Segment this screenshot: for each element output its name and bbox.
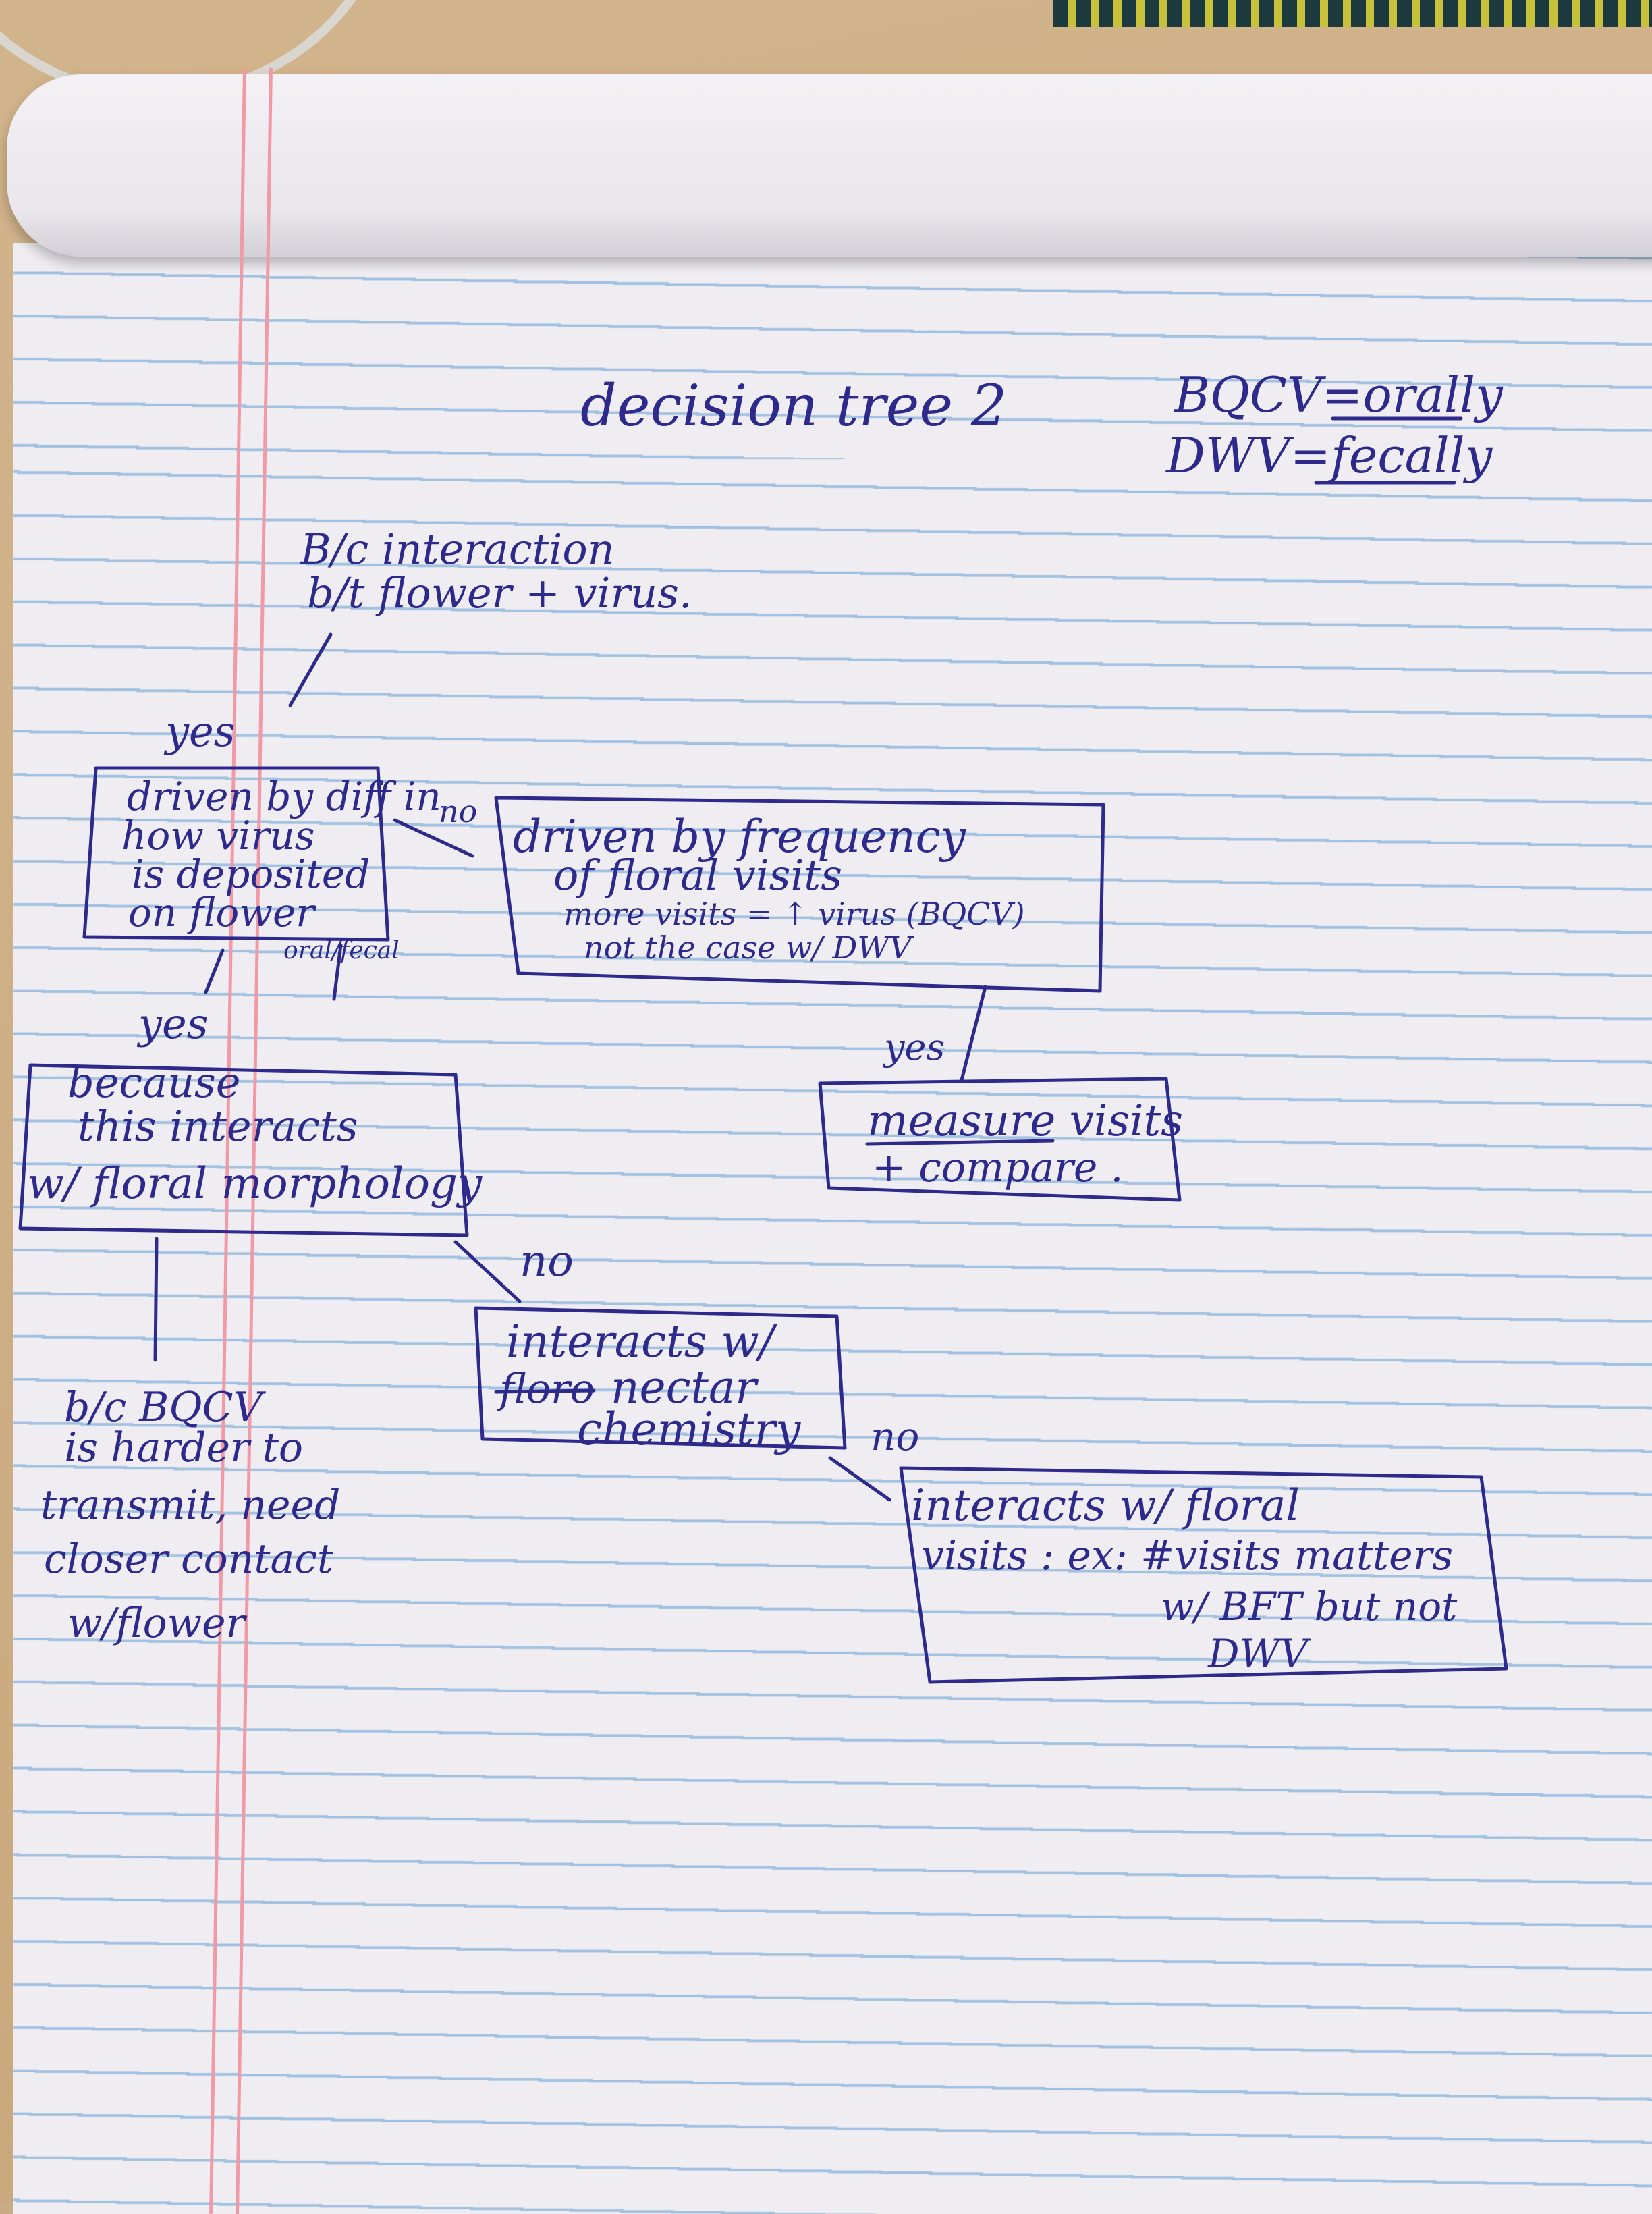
legend-line-bqcv: BQCV=orally — [1173, 367, 1504, 423]
edge-nectar-to-visits — [828, 1456, 891, 1502]
edge-label-deposit-yes: yes — [136, 999, 209, 1048]
node-frequency-line2: of floral visits — [553, 850, 842, 900]
edge-label-nectar-no: no — [871, 1413, 919, 1459]
node-visits-line1: interacts w/ floral — [911, 1481, 1300, 1531]
node-deposit-line4: on flower — [128, 890, 316, 936]
edge-frequency-to-measure — [960, 985, 987, 1082]
node-measure-box — [818, 1077, 1182, 1202]
node-frequency-box — [494, 796, 1105, 993]
node-morphology-box — [18, 1063, 469, 1237]
edge-label-frequency-yes: yes — [883, 1026, 945, 1069]
note-tick — [332, 943, 343, 1001]
node-frequency-line3: more visits = ↑ virus (BQCV) — [563, 896, 1025, 932]
node-deposit-line3: is deposited — [132, 851, 370, 897]
root-question-line2: b/t flower + virus. — [307, 568, 692, 618]
node-morphology-line3: w/ floral morphology — [27, 1159, 483, 1209]
node-frequency-line1: driven by frequency — [513, 811, 966, 863]
node-deposit-box — [82, 766, 390, 942]
edge-label-deposit-no: no — [439, 793, 477, 830]
node-nectar-box — [474, 1306, 847, 1450]
node-bqcv-note-line1: b/c BQCV — [64, 1384, 266, 1431]
folded-page-roll — [7, 74, 1652, 256]
edge-deposit-to-morphology — [204, 948, 225, 994]
node-visits-line4: DWV — [1207, 1631, 1311, 1677]
edge-morphology-to-nectar — [453, 1240, 522, 1303]
notebook-spiral — [1053, 0, 1652, 27]
node-bqcv-note-line3: transmit, need — [40, 1482, 340, 1529]
node-morphology-line2: this interacts — [78, 1102, 358, 1151]
node-nectar-line1: interacts w/ — [506, 1316, 778, 1368]
node-visits-line2: visits : ex: #visits matters — [921, 1532, 1453, 1580]
node-frequency-line4: not the case w/ DWV — [584, 929, 915, 966]
edge-deposit-to-frequency — [393, 818, 474, 858]
page-title: decision tree 2 — [580, 373, 1007, 439]
legal-pad-sheet — [13, 243, 1652, 2214]
node-bqcv-note-line5: w/flower — [67, 1600, 248, 1647]
edge-label-morphology-no: no — [520, 1237, 574, 1287]
node-bqcv-note-line2: is harder to — [64, 1424, 303, 1472]
node-morphology-line1: because — [67, 1058, 241, 1107]
edge-morphology-to-note — [153, 1237, 159, 1362]
node-bqcv-note-line4: closer contact — [44, 1536, 334, 1583]
node-nectar-line2: nectar — [611, 1361, 759, 1413]
edge-label-root-yes: yes — [163, 707, 236, 756]
node-nectar-line3: chemistry — [577, 1403, 801, 1455]
legend-line-dwv: DWV=fecally — [1165, 427, 1493, 484]
node-measure-line2: + compare . — [872, 1144, 1123, 1191]
underline-measure-visits — [865, 1139, 1055, 1146]
edge-root-to-deposit — [288, 632, 333, 707]
node-visits-box — [899, 1466, 1508, 1684]
node-deposit-line2: how virus — [121, 813, 315, 859]
root-question-line1: B/c interaction — [300, 524, 615, 574]
strikethrough — [494, 1388, 596, 1394]
node-deposit-line1: driven by diff in — [127, 774, 441, 819]
node-visits-line3: w/ BFT but not — [1161, 1584, 1458, 1629]
node-measure-line1: measure visits — [867, 1096, 1183, 1146]
